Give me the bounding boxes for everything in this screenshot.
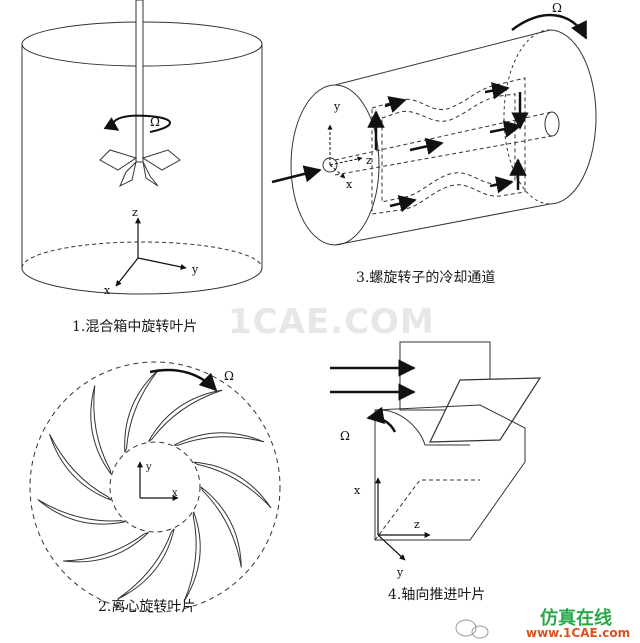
fig2-omega-label: Ω [224,369,234,383]
rotor-right-face-hidden [503,29,551,205]
impeller-blade [90,385,112,475]
inner-shaft-end [544,111,560,137]
rotation-arrow-fig3 [511,13,588,40]
inner-shaft-bottom [334,135,553,176]
fig4-axial-blade [330,341,542,561]
fig3-x-label: x [346,178,353,191]
fig1-y-label: y [191,263,199,276]
brand-title: 仿真在线 [540,608,612,629]
fig4-x-label: x [354,484,361,497]
caption-fig4: 4.轴向推进叶片 [388,587,486,603]
fig3-z-label: z [366,154,372,167]
chat-bubble-icon [455,619,489,639]
flow-arrow-bottom-2 [389,195,417,213]
impeller-blade [37,499,126,525]
fig1-y-axis [137,257,187,270]
fig2-x-label: x [172,488,178,499]
rotation-arrow-fig1 [103,114,171,133]
fig1-omega-label: Ω [150,115,160,129]
flow-arrow-mid-2 [489,120,522,138]
impeller-blade [183,511,201,602]
rotation-arrow-fig2 [149,368,218,392]
blade-housing-arc [374,409,426,446]
impeller-blade [49,433,112,501]
tank-bottom-front [21,267,263,295]
impeller-blade [200,486,242,568]
watermark-text: 1CAE.COM [228,302,435,342]
impeller-blade [63,532,149,563]
fig3-omega-label: Ω [552,1,562,15]
caption-fig2: 2.离心旋转叶片 [98,599,196,615]
impeller-shaft [135,0,144,163]
rotor-bottom-edge [334,203,551,246]
fig4-y-axis [377,534,406,561]
fig1-z-label: z [132,206,138,219]
cooling-channel-inner [381,93,516,203]
impeller-blade-right [141,149,181,171]
caption-fig3: 3.螺旋转子的冷却通道 [356,270,496,286]
cooling-channel-outer [371,77,526,215]
impeller-blades [37,368,272,602]
impeller-blade [173,432,265,446]
flow-arrow-bottom-1 [489,176,514,194]
fig1-x-axis [115,257,139,287]
impeller-hub-circle [109,441,201,533]
fig3-x-axis [329,164,346,179]
inlet-flow-arrow [271,165,322,184]
impeller-blade-front-left [119,160,137,188]
fig4-y-label: y [396,566,404,579]
fig2-y-label: y [145,462,152,473]
flow-arrow-top-1 [384,96,407,113]
fig3-screw-rotor [271,13,597,246]
brand-site: www.1CAE.com [526,626,631,640]
impeller-blade [148,389,223,442]
impeller-outer-circle [29,361,281,613]
fig1-x-label: x [104,284,111,297]
impeller-blade-left [99,149,138,171]
rotation-arrow-fig4 [366,406,397,433]
propeller-blade [429,377,542,443]
fig4-omega-label: Ω [340,429,350,443]
impeller-blade-front-right [142,161,159,187]
flow-arrow-top-2 [484,82,510,100]
impeller-blade [117,528,175,600]
caption-fig1: 1.混合箱中旋转叶片 [72,319,198,335]
fig2-centrifugal-impeller [29,361,281,613]
fig3-z-axis [329,156,363,166]
tank-bottom-back [21,241,263,269]
fig3-y-label: y [333,100,341,113]
fig4-z-label: z [414,518,420,531]
rotor-top-edge [334,29,551,86]
blade-housing-hidden [374,479,480,541]
impeller-blade [193,461,272,509]
impeller-blade [124,368,160,453]
flow-arrow-mid-1 [409,137,444,155]
rotor-right-face [549,29,597,205]
fig1-mixing-tank [21,0,263,295]
